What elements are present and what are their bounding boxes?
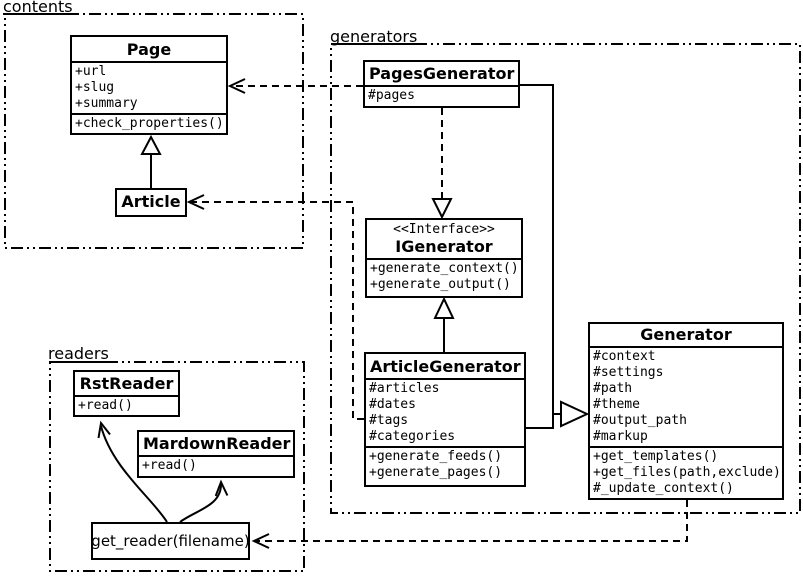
attribute: #categories (369, 429, 456, 444)
class-generator-attributes: #context #settings #path #theme #output_… (590, 346, 782, 446)
class-pagesgenerator-title: PagesGenerator (369, 64, 515, 83)
class-article-title: Article (121, 192, 181, 211)
package-contents-label: contents (3, 0, 73, 16)
method: +generate_output() (370, 277, 511, 292)
class-articlegenerator: ArticleGenerator #articles #dates #tags … (364, 352, 526, 487)
method: +generate_context() (370, 261, 519, 276)
attribute: +summary (75, 96, 138, 111)
attribute: #dates (369, 397, 416, 412)
node-get-reader: get_reader(filename) (91, 522, 250, 560)
class-generator-title: Generator (640, 325, 732, 344)
attribute: +slug (75, 80, 115, 95)
attribute: #path (593, 381, 633, 396)
node-get-reader-label: get_reader(filename) (91, 532, 250, 550)
package-readers-label: readers (48, 344, 109, 363)
edge-articlegenerator-to-article-dependency (186, 194, 364, 420)
class-igenerator-methods: +generate_context() +generate_output() (367, 258, 521, 294)
method: +get_files(path,exclude) (593, 465, 781, 480)
method: +read() (78, 398, 133, 413)
package-generators-border (330, 43, 801, 514)
attribute: #markup (593, 429, 648, 444)
method: +check_properties() (75, 116, 224, 131)
class-articlegenerator-attributes: #articles #dates #tags #categories (366, 378, 524, 446)
method: +generate_feeds() (369, 449, 503, 464)
edge-pagesgenerator-to-page-dependency (227, 78, 363, 94)
attribute: #articles (369, 381, 440, 396)
class-page-title: Page (126, 40, 172, 59)
class-markdownreader-title: MardownReader (143, 434, 291, 453)
package-readers-border (49, 361, 305, 572)
package-contents-border (3, 13, 304, 249)
class-article: Article (115, 188, 187, 217)
class-page-methods: +check_properties() (72, 113, 226, 133)
attribute: +url (75, 64, 107, 79)
edge-getreader-to-rstreader-arrow (97, 420, 168, 523)
class-pagesgenerator-attributes: #pages (365, 85, 518, 105)
edge-generators-to-generator-generalization (520, 84, 590, 429)
attribute: #context (593, 349, 656, 364)
class-igenerator: <<Interface>> IGenerator +generate_conte… (365, 218, 523, 298)
class-articlegenerator-methods: +generate_feeds() +generate_pages() (366, 446, 524, 482)
attribute: #output_path (593, 413, 687, 428)
class-page-attributes: +url +slug +summary (72, 61, 226, 113)
method: +read() (142, 458, 197, 473)
edge-article-to-page-generalization (140, 134, 162, 188)
class-igenerator-name: IGenerator (395, 237, 493, 256)
edge-articlegenerator-to-igenerator-generalization (433, 296, 455, 352)
class-page: Page +url +slug +summary +check_properti… (70, 35, 228, 135)
class-igenerator-title: <<Interface>> IGenerator (367, 220, 521, 258)
class-generator: Generator #context #settings #path #them… (588, 322, 784, 500)
attribute: #pages (368, 88, 415, 103)
edge-pagesgenerator-to-igenerator-realization (431, 108, 453, 220)
method: +generate_pages() (369, 465, 503, 480)
edge-generator-to-getreader-dependency (251, 500, 688, 549)
class-generator-methods: +get_templates() +get_files(path,exclude… (590, 446, 782, 498)
attribute: #settings (593, 365, 664, 380)
class-pagesgenerator: PagesGenerator #pages (363, 60, 520, 108)
attribute: #tags (369, 413, 409, 428)
class-markdownreader-methods: +read() (139, 455, 293, 475)
class-igenerator-stereotype: <<Interface>> (393, 222, 495, 237)
method: #_update_context() (593, 481, 734, 496)
class-rstreader: RstReader +read() (73, 370, 180, 417)
method: +get_templates() (593, 449, 719, 464)
attribute: #theme (593, 397, 640, 412)
package-generators-label: generators (330, 27, 418, 46)
edge-getreader-to-markdownreader-arrow (179, 479, 229, 523)
class-rstreader-title: RstReader (79, 374, 174, 393)
class-articlegenerator-title: ArticleGenerator (370, 357, 521, 376)
class-rstreader-methods: +read() (75, 395, 178, 415)
class-markdownreader: MardownReader +read() (137, 430, 295, 478)
